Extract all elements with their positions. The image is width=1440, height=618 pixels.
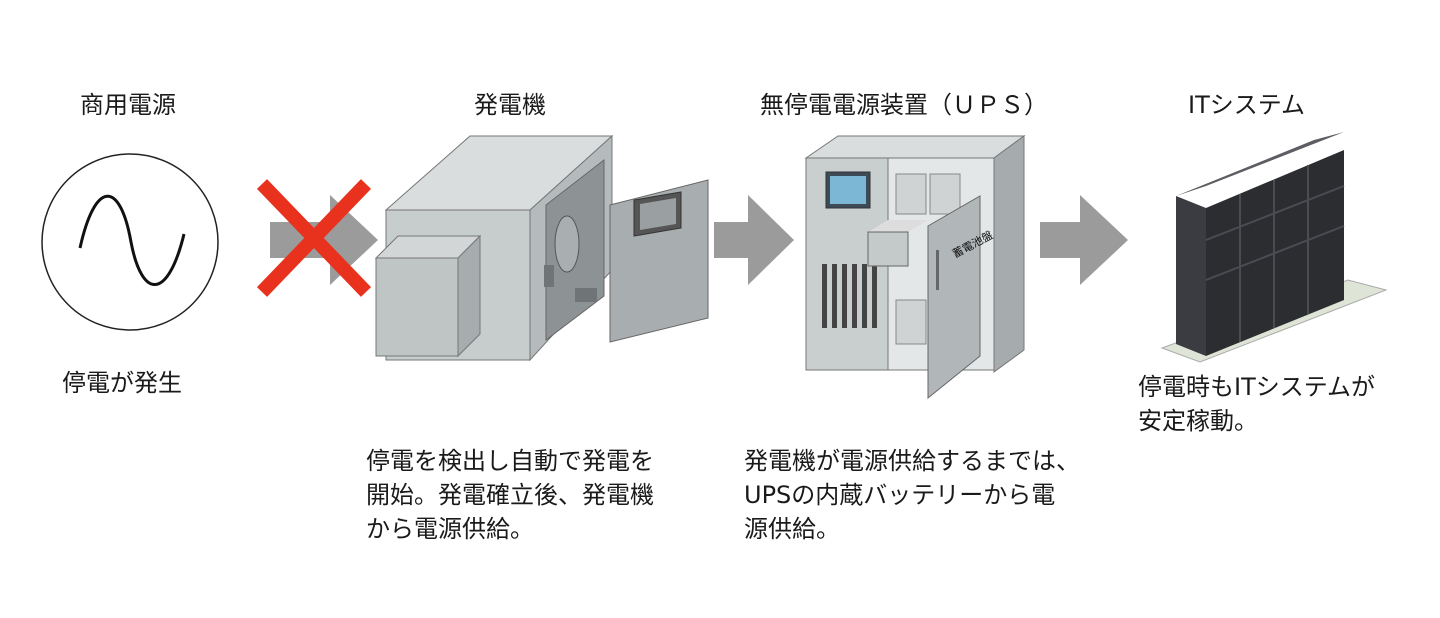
heading-it-system: ITシステム — [1188, 91, 1306, 119]
it-racks-illustration — [1160, 132, 1388, 363]
sine-wave-icon — [78, 194, 186, 286]
ups-illustration: 蓄電池盤 — [804, 135, 1026, 400]
caption-ups: 発電機が電源供給するまでは、 UPSの内蔵バッテリーから電 源供給。 — [744, 447, 1080, 543]
generator-illustration — [374, 134, 709, 362]
commercial-power-source — [41, 153, 219, 331]
caption-it-system: 停電時もITシステムが 安定稼動。 — [1138, 373, 1376, 435]
heading-generator: 発電機 — [474, 91, 546, 119]
cross-mark-icon — [256, 179, 372, 297]
heading-commercial-power: 商用電源 — [80, 91, 176, 119]
heading-ups: 無停電電源装置（ＵＰＳ） — [760, 91, 1048, 119]
arrow-right-icon — [714, 195, 794, 285]
caption-outage: 停電が発生 — [62, 369, 182, 397]
arrow-right-icon — [1040, 195, 1128, 285]
caption-generator: 停電を検出し自動で発電を 開始。発電確立後、発電機 から電源供給。 — [366, 447, 654, 543]
